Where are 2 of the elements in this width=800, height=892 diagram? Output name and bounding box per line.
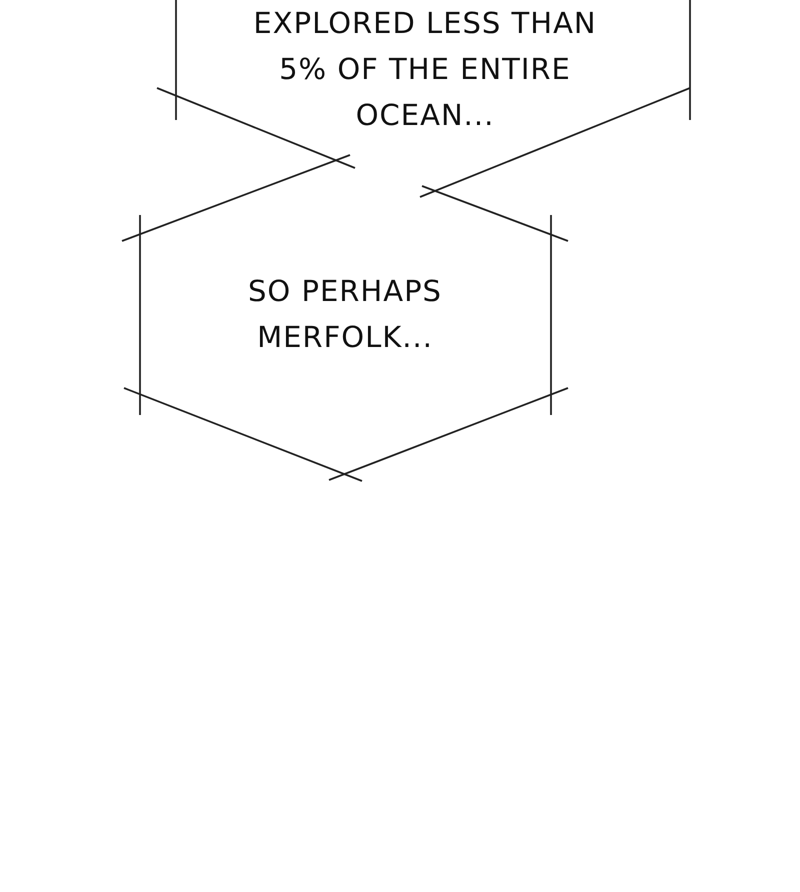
speech-text: SO PERHAPS MERFOLK... [247,273,443,356]
speech-text: EXPLORED LESS THAN 5% OF THE ENTIRE OCEAN... [252,5,598,134]
